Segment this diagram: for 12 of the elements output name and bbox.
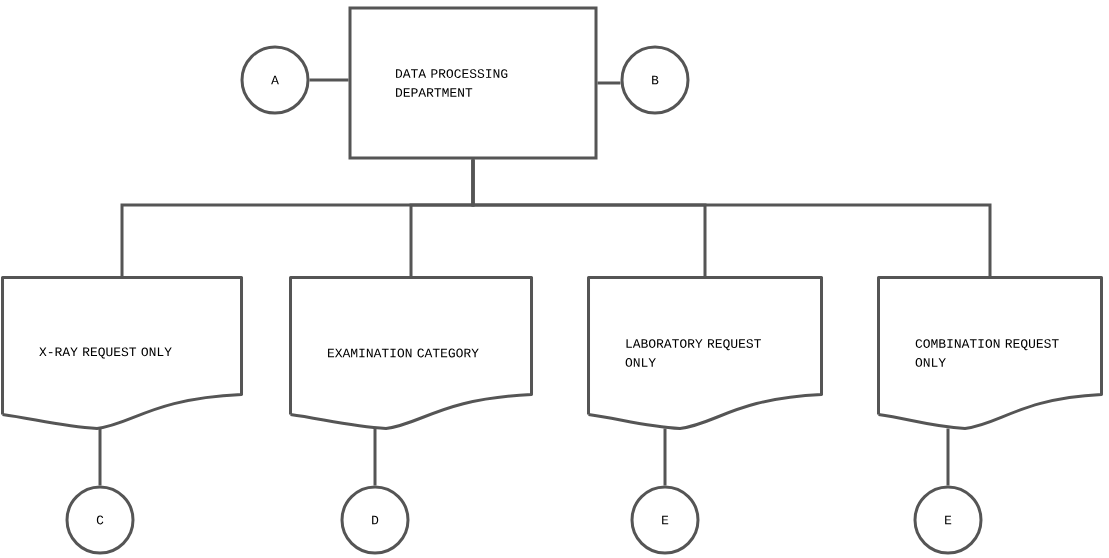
document-shape: EXAMINATION CATEGORY <box>289 276 533 430</box>
process-box: DATA PROCESSING DEPARTMENT <box>348 6 598 160</box>
connector-line <box>309 78 349 82</box>
document-shape: X-RAY REQUEST ONLY <box>1 276 243 430</box>
connector-line <box>597 81 621 85</box>
connector-line <box>946 428 950 486</box>
connector-line <box>471 159 992 278</box>
connector-line <box>663 428 667 486</box>
connector-line <box>98 428 102 486</box>
connector-line <box>373 428 377 486</box>
document-shape: LABORATORY REQUEST ONLY <box>587 276 823 430</box>
document-shape: COMBINATION REQUEST ONLY <box>877 276 1103 430</box>
